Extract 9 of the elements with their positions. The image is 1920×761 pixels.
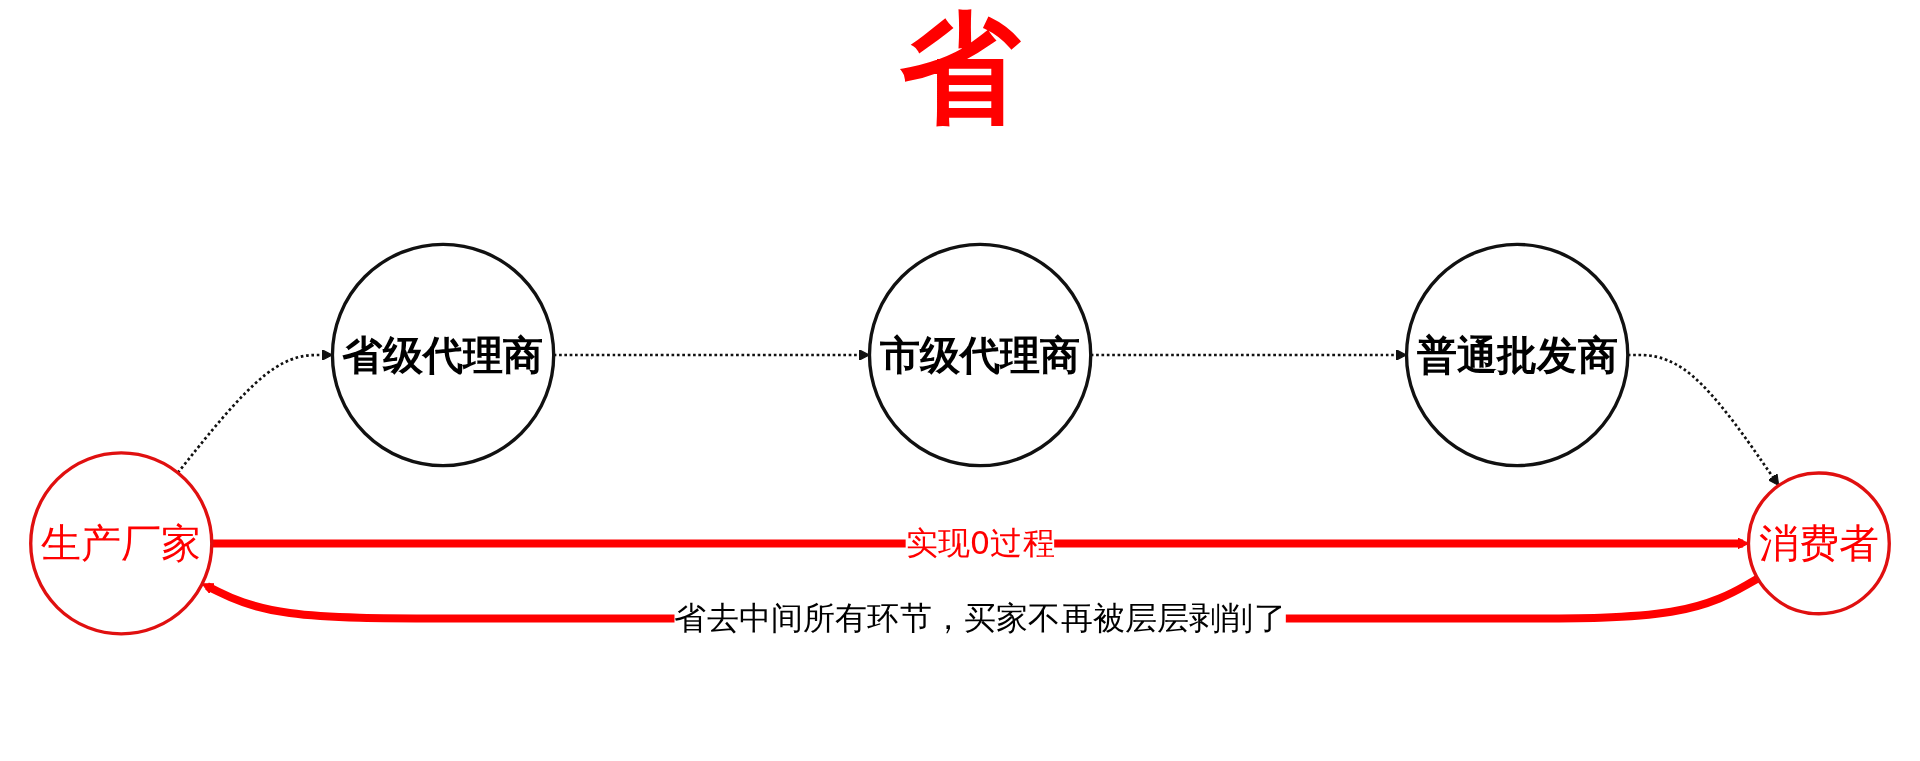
edge-label: 省去中间所有环节，买家不再被层层剥削了 xyxy=(674,599,1286,638)
node-circle: 市级代理商 xyxy=(867,242,1093,468)
node-circle: 生产厂家 xyxy=(29,451,214,636)
headline-character: 省 xyxy=(900,6,1020,132)
node-circle: 普通批发商 xyxy=(1404,242,1630,468)
node-circle: 省级代理商 xyxy=(330,242,556,468)
node-circle: 消费者 xyxy=(1746,471,1891,616)
edge-label: 实现0过程 xyxy=(905,524,1055,563)
arrow xyxy=(1627,353,1780,487)
